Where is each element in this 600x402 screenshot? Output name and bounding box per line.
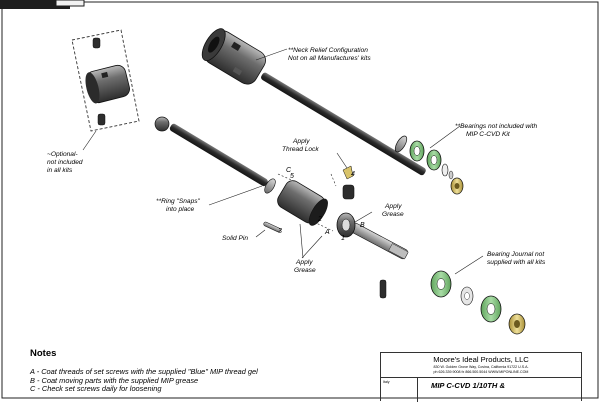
title-block-cell-small: Italy — [381, 378, 418, 402]
callout-bearings-line1: **Bearings not included with — [455, 123, 537, 130]
note-line-c: C - Check set screws daily for loosening — [30, 384, 162, 394]
top-bearing-green-2 — [426, 149, 442, 171]
bearing-journal-washer — [460, 286, 474, 306]
note-line-a: A - Coat threads of set screws with the … — [30, 367, 258, 376]
callout-optional-line1: ~Optional- — [47, 151, 78, 158]
set-screw-thread-lock — [342, 165, 355, 200]
title-block-cell-title: MIP C-CVD 1/10TH & — [417, 378, 581, 402]
snap-ring — [264, 178, 276, 194]
callout-bearing-journal-line2: supplied with all kits — [487, 259, 546, 266]
top-axle-shaft — [261, 72, 426, 176]
callout-grease-bottom-line1: Apply — [295, 259, 313, 266]
step-number-4: 4 — [351, 171, 355, 178]
step-letter-b: B — [360, 222, 365, 229]
callout-grease-top-line2: Grease — [382, 211, 404, 218]
callout-bearings-line2: MIP C-CVD Kit — [466, 131, 511, 138]
brand-logo-bar — [0, 0, 70, 9]
top-bearing-green-1 — [409, 140, 425, 162]
middle-axle-assembly — [154, 116, 328, 226]
callout-grease-bottom-line2: Grease — [294, 267, 316, 274]
leader-lines — [82, 48, 484, 275]
middle-axle-shaft — [169, 123, 268, 187]
title-block: Moore's Ideal Products, LLC 830 W. Golde… — [380, 352, 582, 402]
notes-section: Notes A - Coat threads of set screws wit… — [30, 348, 375, 394]
optional-set-screw-bottom — [97, 113, 106, 126]
callout-neck-relief-line1: **Neck Relief Configuration — [288, 47, 368, 54]
title-block-small-label: Italy — [383, 380, 390, 384]
callout-optional-line3: in all kits — [47, 167, 73, 174]
note-line-b: B - Coat moving parts with the supplied … — [30, 375, 199, 385]
optional-parts-box — [71, 29, 140, 132]
callout-grease-top-line1: Apply — [384, 203, 402, 210]
optional-set-screw-top — [92, 37, 101, 49]
top-drive-cup — [201, 28, 266, 85]
drawing-title: MIP C-CVD 1/10TH & — [431, 381, 505, 390]
axle-ball-end — [154, 116, 170, 132]
step-number-1: 1 — [341, 235, 345, 242]
step-letter-a: A — [324, 229, 330, 236]
notes-title: Notes — [30, 348, 57, 359]
callout-ring-snaps-line2: into place — [166, 206, 195, 213]
company-contact: ph 626.339.9008 fx 866.500.5044 WWW.MIPO… — [433, 370, 529, 374]
solid-pin — [263, 221, 281, 233]
bottom-bearing-green-1 — [430, 270, 452, 298]
callout-ring-snaps-line1: **Ring "Snaps" — [156, 198, 201, 205]
axle-set-screw — [379, 279, 387, 299]
company-address: 830 W. Golden Grove Way, Covina, Califor… — [433, 365, 529, 369]
step-number-2: 2 — [317, 216, 322, 223]
callout-thread-lock-line2: Thread Lock — [282, 146, 319, 153]
callout-bearing-journal-line1: Bearing Journal not — [487, 251, 545, 258]
bottom-bearing-green-2 — [480, 295, 502, 323]
company-name: Moore's Ideal Products, LLC — [433, 355, 529, 364]
middle-drive-cup — [277, 180, 328, 226]
top-axle-assembly — [201, 28, 464, 195]
title-block-row: Italy MIP C-CVD 1/10TH & — [381, 377, 581, 402]
top-brass-nut — [450, 177, 464, 195]
callout-neck-relief-line2: Not on all Manufactures' kits — [288, 55, 371, 62]
callout-solid-pin: Solid Pin — [222, 235, 248, 242]
callout-thread-lock-line1: Apply — [292, 138, 310, 145]
step-number-5: 5 — [290, 173, 294, 180]
bottom-axle-assembly — [336, 212, 526, 335]
step-letter-c: C — [286, 167, 292, 174]
step-number-3: 3 — [278, 228, 282, 235]
bottom-brass-nut — [508, 313, 526, 335]
optional-drive-cup — [85, 64, 130, 104]
callout-optional-line2: not included — [47, 159, 83, 166]
